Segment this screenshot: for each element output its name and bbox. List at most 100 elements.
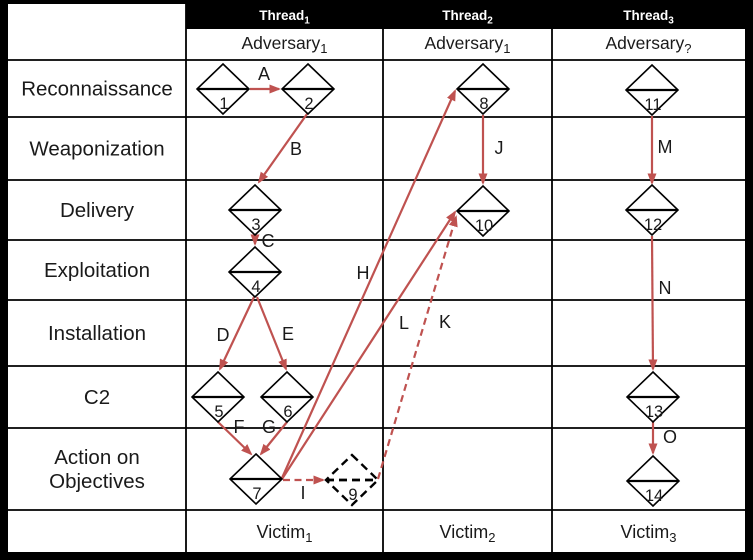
- edge-j-label: J: [495, 138, 504, 158]
- node-4-number: 4: [251, 278, 260, 296]
- frame-left: [0, 0, 8, 560]
- edge-d: D: [217, 296, 255, 371]
- node-3: 3: [227, 183, 283, 237]
- edge-j: J: [478, 115, 504, 185]
- victim-subscript: 3: [669, 530, 676, 545]
- node-8: 8: [455, 62, 511, 116]
- victim-1-label: Victim1: [257, 522, 313, 545]
- phase-label-exploitation: Exploitation: [44, 259, 150, 282]
- edge-o-label: O: [663, 427, 677, 447]
- edge-e-arrow: [255, 296, 288, 371]
- node-1: 1: [195, 62, 251, 116]
- phase-label-delivery: Delivery: [60, 199, 135, 222]
- edge-l-label: L: [399, 313, 409, 333]
- node-3-number: 3: [251, 216, 260, 234]
- thread-header-subscript: 3: [668, 16, 674, 27]
- victim-text: Victim: [440, 522, 489, 542]
- adversary-1-label: Adversary1: [241, 33, 327, 56]
- adversary-subscript: ?: [684, 41, 691, 56]
- node-14-number: 14: [645, 487, 663, 505]
- victim-subscript: 1: [305, 530, 312, 545]
- node-13-number: 13: [645, 403, 663, 421]
- edge-o: O: [648, 422, 677, 455]
- edge-m: M: [647, 116, 673, 185]
- node-4: 4: [227, 245, 283, 299]
- node-2: 2: [280, 62, 336, 116]
- node-11-number: 11: [644, 96, 661, 114]
- edge-c: C: [250, 231, 275, 251]
- edge-l-arrow: [281, 210, 457, 480]
- node-5-number: 5: [214, 403, 223, 421]
- thread-header-band: [186, 0, 745, 29]
- thread-header-subscript: 1: [304, 16, 310, 27]
- edge-n: N: [648, 235, 672, 371]
- edge-g-label: G: [262, 417, 276, 437]
- thread-1-header: Thread1: [259, 8, 310, 27]
- node-2-number: 2: [304, 95, 313, 113]
- phase-label-reconnaissance: Reconnaissance: [21, 78, 173, 101]
- adversary-text: Adversary: [241, 33, 320, 53]
- node-11: 11: [624, 63, 680, 117]
- edge-n-arrow: [648, 235, 658, 371]
- thread-header-subscript: 2: [487, 16, 493, 27]
- thread-header-text: Thread: [442, 8, 487, 23]
- node-1-number: 1: [219, 95, 228, 113]
- edge-f-label: F: [234, 417, 245, 437]
- phase-label-action-on-objectives: Action on: [54, 446, 139, 469]
- phase-label-action-on-objectives: Objectives: [49, 470, 145, 493]
- edge-i-label: I: [300, 483, 305, 503]
- edge-i: I: [283, 475, 325, 503]
- adversary-2-label: Adversary1: [424, 33, 510, 56]
- edge-k: K: [376, 215, 458, 480]
- adversary-text: Adversary: [605, 33, 684, 53]
- edge-b-arrow: [257, 113, 308, 184]
- victim-3-label: Victim3: [621, 522, 677, 545]
- node-6: 6: [259, 370, 315, 424]
- edge-h: H: [280, 89, 457, 479]
- edge-d-label: D: [217, 325, 230, 345]
- edge-f: F: [217, 417, 253, 456]
- edge-g-arrow: [259, 421, 288, 456]
- node-12: 12: [624, 183, 680, 237]
- node-5: 5: [190, 370, 246, 424]
- edge-n-label: N: [659, 278, 672, 298]
- phase-label-installation: Installation: [48, 322, 146, 345]
- thread-2-header: Thread2: [442, 8, 493, 27]
- edge-h-arrow: [280, 89, 457, 479]
- thread-header-text: Thread: [259, 8, 304, 23]
- frame-bottom: [0, 552, 753, 560]
- edge-l: L: [281, 210, 457, 480]
- phase-label-c2: C2: [84, 386, 110, 409]
- edge-e: E: [255, 296, 294, 371]
- phase-label-weaponization: Weaponization: [29, 138, 164, 161]
- node-12-number: 12: [644, 216, 662, 234]
- node-13: 13: [625, 370, 681, 424]
- node-6-number: 6: [283, 403, 292, 421]
- node-9: 9: [324, 453, 380, 507]
- node-7: 7: [228, 452, 284, 506]
- adversary-3-label: Adversary?: [605, 33, 691, 56]
- victim-text: Victim: [257, 522, 306, 542]
- node-14: 14: [625, 454, 681, 508]
- victim-2-label: Victim2: [440, 522, 496, 545]
- node-8-number: 8: [479, 95, 488, 113]
- node-10-number: 10: [475, 217, 493, 235]
- edge-e-label: E: [282, 324, 294, 344]
- edge-d-arrow: [219, 296, 255, 371]
- frame-right: [745, 0, 753, 560]
- edge-g: G: [259, 417, 288, 456]
- node-7-number: 7: [252, 485, 261, 503]
- edge-m-label: M: [658, 137, 673, 157]
- node-10: 10: [455, 184, 511, 238]
- thread-3-header: Thread3: [623, 8, 674, 27]
- node-9-number: 9: [348, 486, 357, 504]
- victim-text: Victim: [621, 522, 670, 542]
- edge-c-label: C: [262, 231, 275, 251]
- edge-a: A: [250, 64, 281, 94]
- adversary-subscript: 1: [320, 41, 327, 56]
- edge-b-label: B: [290, 139, 302, 159]
- edge-f-arrow: [217, 421, 253, 456]
